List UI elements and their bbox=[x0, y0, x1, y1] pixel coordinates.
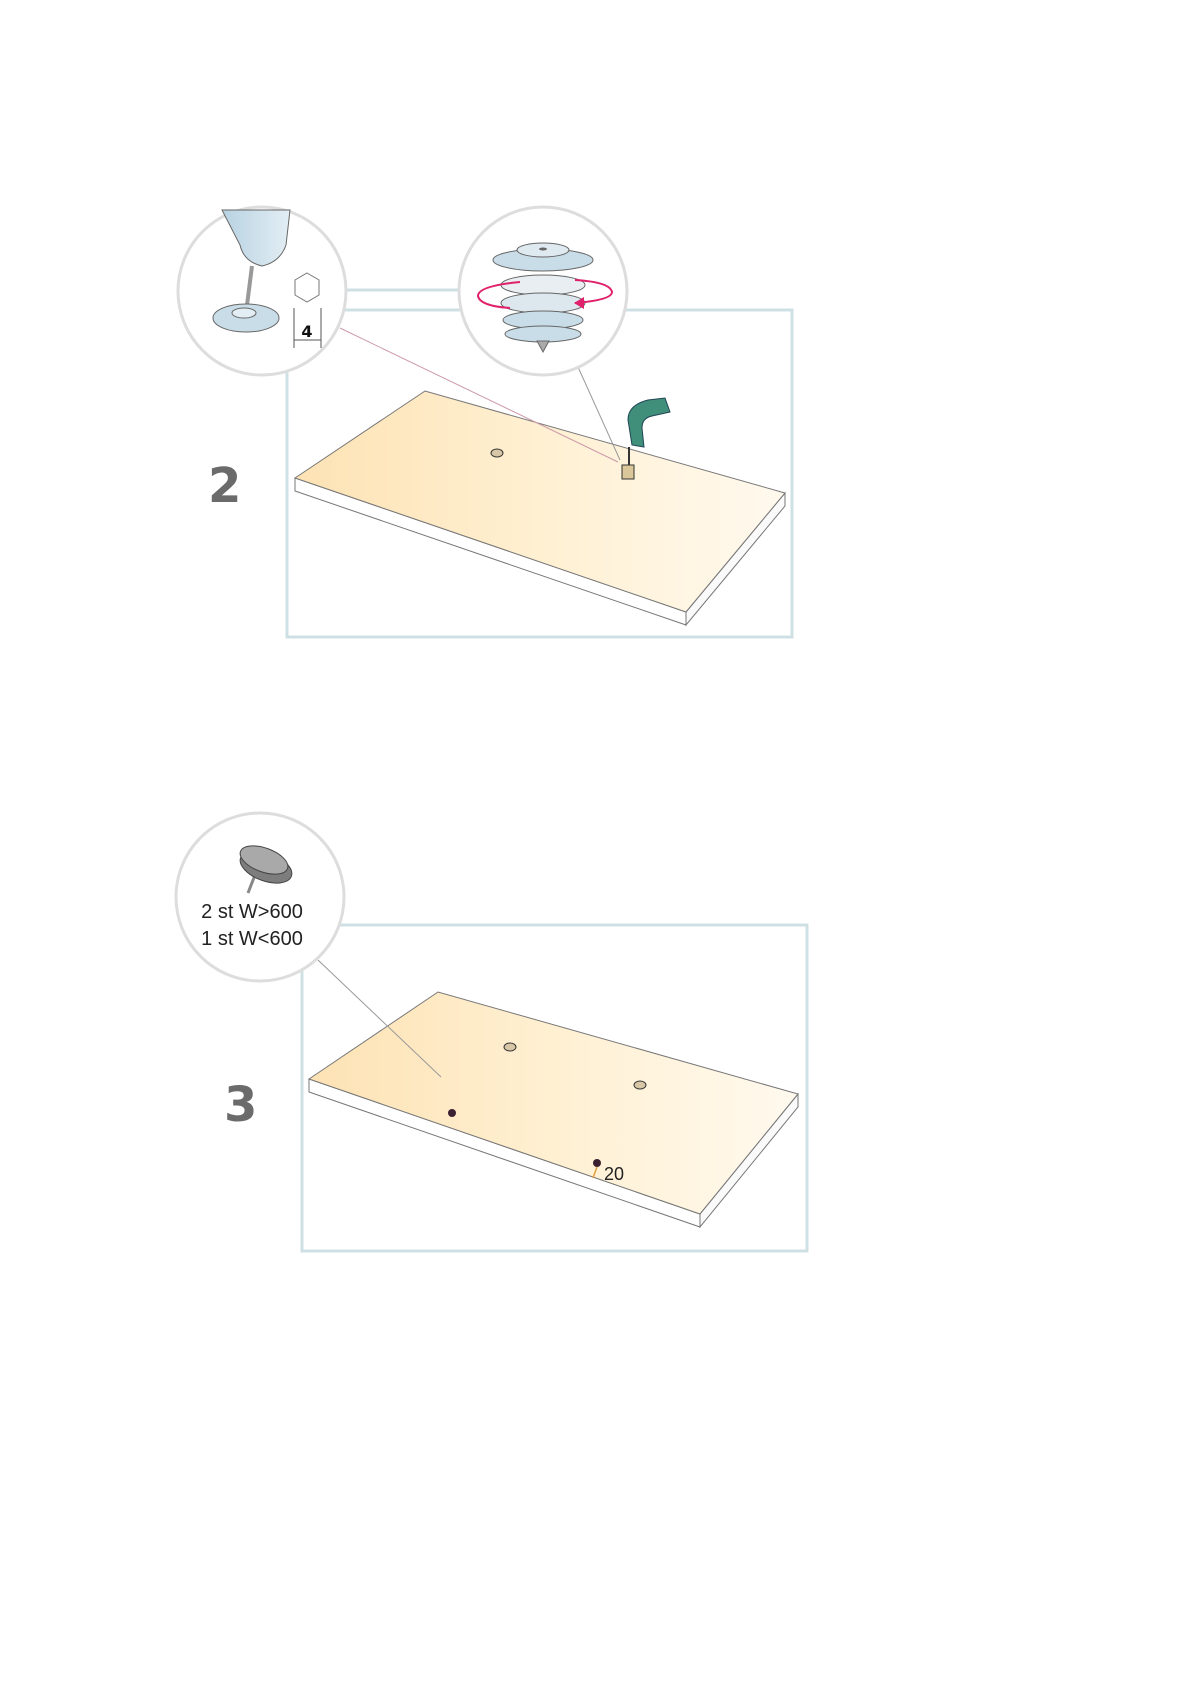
panel-board bbox=[293, 390, 786, 627]
panel-board: 20 bbox=[307, 991, 799, 1229]
quantity-line-1: 2 st W>600 bbox=[201, 901, 303, 923]
tool-detail-circle: 4 bbox=[176, 205, 348, 377]
step-3-frame bbox=[300, 923, 809, 1253]
furniture-glide-icon bbox=[239, 845, 293, 894]
step-2: 2 4 bbox=[176, 205, 794, 639]
edge-distance-label: 20 bbox=[604, 1164, 624, 1184]
cam-hole bbox=[633, 1080, 647, 1090]
rotate-arrow bbox=[476, 279, 614, 309]
cam-screw-rotate-icon bbox=[457, 205, 629, 377]
quantity-line-2: 1 st W<600 bbox=[201, 928, 303, 950]
step-3: 3 20 2 st W>600 1 st W<600 bbox=[174, 811, 809, 1253]
glide bbox=[448, 1109, 456, 1117]
screwdriver-icon bbox=[221, 209, 291, 267]
cam-hole bbox=[490, 448, 504, 458]
glide-detail-circle: 2 st W>600 1 st W<600 bbox=[174, 811, 346, 983]
glide bbox=[593, 1159, 601, 1167]
step-number: 3 bbox=[224, 1077, 257, 1133]
step-number: 2 bbox=[208, 458, 241, 514]
tool-size-label: 4 bbox=[301, 322, 312, 341]
cam-hole bbox=[503, 1042, 517, 1052]
hex-key-size-icon bbox=[294, 272, 320, 303]
hex-key-icon bbox=[621, 397, 671, 480]
